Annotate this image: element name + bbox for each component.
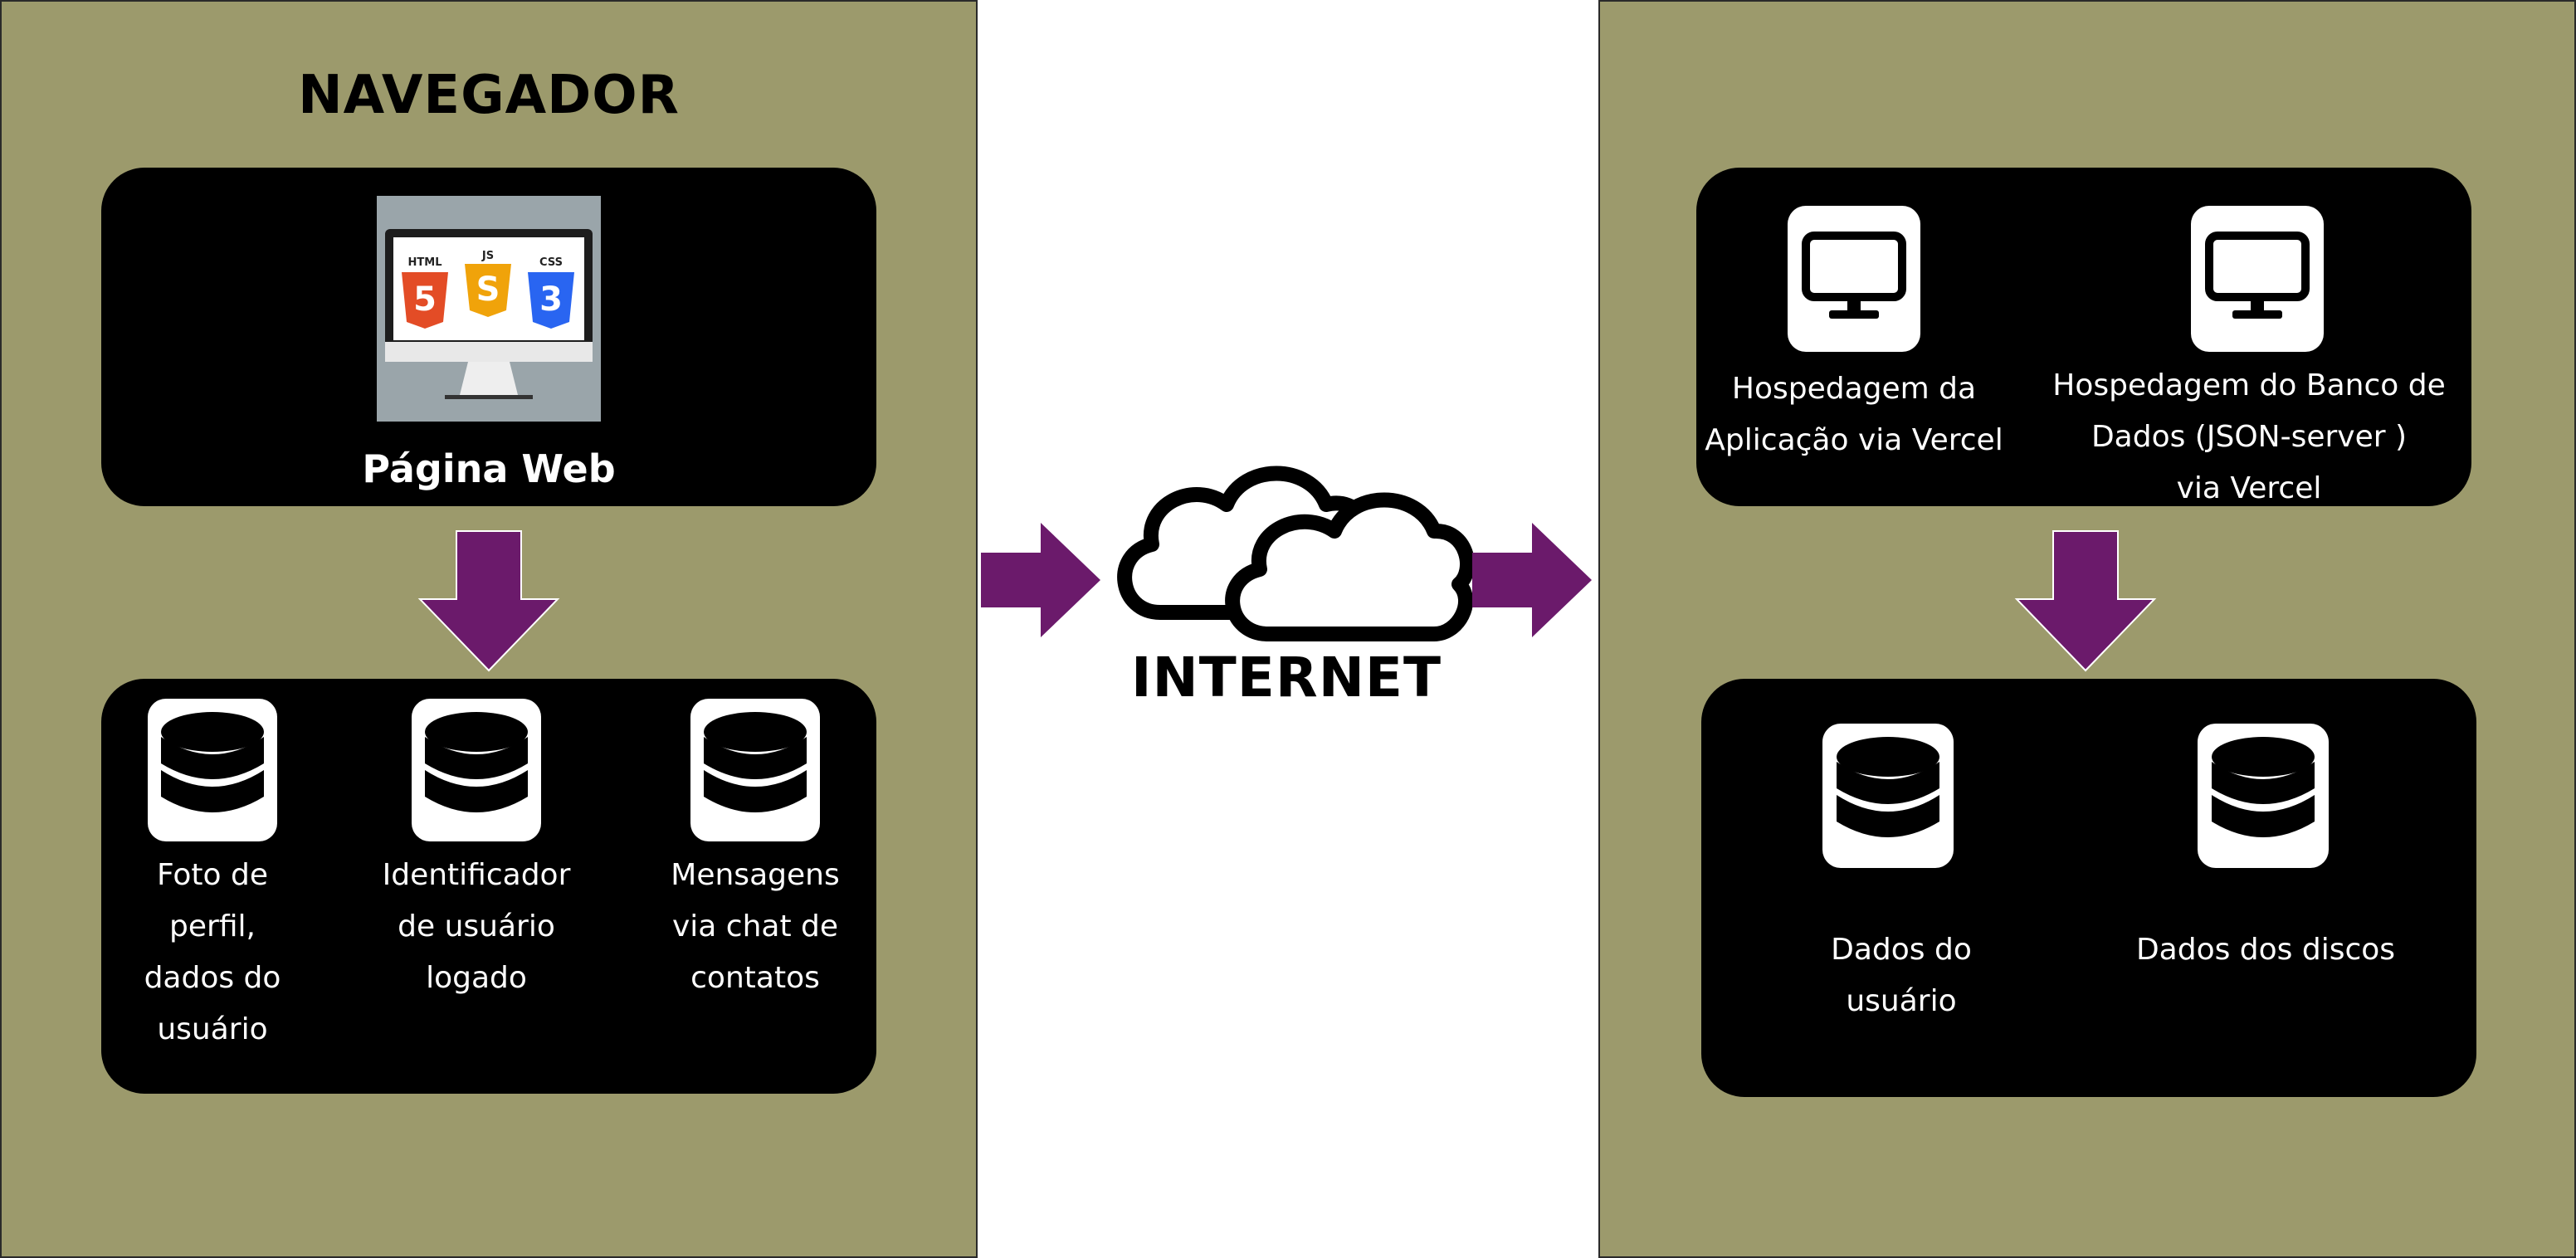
navegador-title: NAVEGADOR <box>298 65 680 126</box>
internet-label: INTERNET <box>1130 646 1442 709</box>
svg-text:S: S <box>476 271 500 309</box>
svg-text:5: 5 <box>413 280 437 319</box>
database-icon <box>704 712 807 812</box>
right-arrow-icon <box>981 523 1100 637</box>
database-icon <box>1837 737 1939 837</box>
down-arrow-icon <box>2014 530 2157 672</box>
svg-text:3: 3 <box>539 280 563 319</box>
right-arrow-icon <box>1472 523 1592 637</box>
db-hosting-label: Hospedagem do Banco de Dados (JSON-serve… <box>2052 368 2446 505</box>
user-id-storage-label: Identificador de usuário logado <box>382 858 571 995</box>
database-icon <box>2212 737 2315 837</box>
svg-text:HTML: HTML <box>408 256 442 269</box>
svg-text:CSS: CSS <box>539 256 563 269</box>
database-icon <box>425 712 528 812</box>
web-monitor-icon: HTML JS CSS 5 S 3 <box>377 196 601 422</box>
web-page-label: Página Web <box>362 446 616 491</box>
data-storage-box <box>1701 679 2476 1097</box>
monitor-icon <box>2205 232 2310 319</box>
profile-storage-label: Foto de perfil, dados do usuário <box>144 858 281 1046</box>
down-arrow-icon <box>417 530 560 672</box>
monitor-icon <box>1802 232 1906 319</box>
database-icon <box>161 712 264 812</box>
svg-text:JS: JS <box>481 250 494 262</box>
cloud-icon <box>1117 466 1475 641</box>
user-data-label: Dados do usuário <box>1831 933 1972 1018</box>
app-hosting-label: Hospedagem da Aplicação via Vercel <box>1705 372 2003 457</box>
discs-data-label: Dados dos discos <box>2135 933 2396 967</box>
messages-storage-label: Mensagens via chat de contatos <box>671 858 840 995</box>
